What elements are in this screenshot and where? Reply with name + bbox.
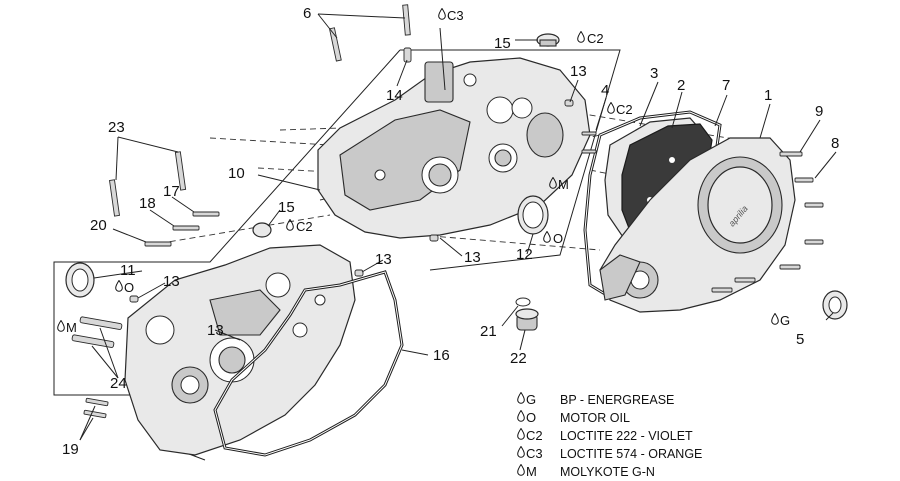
code-c2-plug-mid: C2: [296, 219, 313, 234]
plug-15-top: [536, 33, 560, 47]
callout-22: 22: [510, 350, 527, 367]
drop-icon: [607, 102, 615, 114]
callout-15-mid: 15: [278, 199, 295, 216]
drop-icon: [115, 280, 123, 292]
o-ring-21: [515, 297, 531, 307]
callout-8: 8: [831, 135, 839, 152]
callout-9: 9: [815, 103, 823, 120]
code-o-left: O: [124, 280, 134, 295]
callout-5: 5: [796, 331, 804, 348]
callout-16: 16: [433, 347, 450, 364]
callout-7: 7: [722, 77, 730, 94]
drop-icon: [577, 31, 585, 43]
code-m-left: M: [66, 320, 77, 335]
callout-23: 23: [108, 119, 125, 136]
drop-icon: [517, 392, 525, 404]
dowels-13: [129, 99, 574, 303]
legend-code: C2: [526, 428, 543, 443]
pins-24: [71, 316, 123, 348]
lower-crankcase-half: [124, 244, 356, 456]
callout-6: 6: [303, 5, 311, 22]
studs-6: [328, 4, 411, 62]
callout-20: 20: [90, 217, 107, 234]
drop-icon: [517, 410, 525, 422]
legend-code: C3: [526, 446, 543, 461]
callout-13-mid: 13: [464, 249, 481, 266]
code-c3-top: C3: [447, 8, 464, 23]
callout-11: 11: [120, 262, 136, 279]
callout-2: 2: [677, 77, 685, 94]
legend-row: O MOTOR OIL: [517, 410, 630, 425]
code-m-seal: M: [558, 177, 569, 192]
callout-15-top: 15: [494, 35, 511, 52]
oil-filter-cap-22: [515, 308, 539, 331]
seal-ring-11: [65, 262, 95, 298]
cover-bolts-9: [711, 151, 824, 293]
legend-description: MOLYKOTE G-N: [560, 465, 655, 479]
dowel-14: [403, 47, 412, 63]
callout-18: 18: [139, 195, 156, 212]
code-o-seal: O: [553, 231, 563, 246]
drop-icon: [517, 428, 525, 440]
callout-21: 21: [480, 323, 497, 340]
drop-icon: [771, 313, 779, 325]
callout-numbers: 6 14 15 13 3 2 7 1 4 9 8 5 23 10 17 18 2…: [62, 5, 839, 458]
bolt-18: [172, 225, 200, 231]
callout-1: 1: [764, 87, 772, 104]
code-g-seal: G: [780, 313, 790, 328]
legend-row: G BP - ENERGREASE: [517, 392, 674, 407]
plug-15-mid: [252, 222, 272, 238]
callout-13-left: 13: [163, 273, 180, 290]
clutch-cover-1: aprilia: [599, 137, 796, 313]
callout-13-right: 13: [375, 251, 392, 268]
callout-13-lower: 13: [207, 322, 224, 339]
lubricant-code-markers: C3 C2 C2 C2 M O O M G: [57, 8, 790, 335]
gasket-16: [213, 270, 404, 457]
legend-row: C2 LOCTITE 222 - VIOLET: [517, 428, 693, 443]
legend-code: O: [526, 410, 536, 425]
bolt-20: [144, 241, 172, 247]
legend-description: LOCTITE 222 - VIOLET: [560, 429, 693, 443]
legend-row: C3 LOCTITE 574 - ORANGE: [517, 446, 702, 461]
seal-ring-5: [822, 290, 848, 320]
legend-row: M MOLYKOTE G-N: [517, 464, 655, 479]
callout-4: 4: [601, 82, 609, 99]
callout-19: 19: [62, 441, 79, 458]
drop-icon: [517, 446, 525, 458]
drop-icon: [57, 320, 65, 332]
seal-ring-12: [517, 195, 549, 235]
callout-24: 24: [110, 375, 127, 392]
screws-left-side: [581, 131, 597, 154]
legend-description: BP - ENERGREASE: [560, 393, 674, 407]
drop-icon: [543, 231, 551, 243]
bolts-19: [83, 397, 109, 419]
upper-crankcase-half: [317, 57, 591, 239]
legend-code: M: [526, 464, 537, 479]
callout-10: 10: [228, 165, 245, 182]
bolt-17: [192, 211, 220, 217]
leader-lines: [79, 13, 837, 441]
code-c2-gasket: C2: [616, 102, 633, 117]
drop-icon: [438, 8, 446, 20]
callout-14: 14: [386, 87, 403, 104]
callout-3: 3: [650, 65, 658, 82]
callout-13-top: 13: [570, 63, 587, 80]
callout-12: 12: [516, 246, 533, 263]
drop-icon: [517, 464, 525, 476]
callout-17: 17: [163, 183, 180, 200]
code-c2-plug-top: C2: [587, 31, 604, 46]
legend-description: MOTOR OIL: [560, 411, 630, 425]
legend-code: G: [526, 392, 536, 407]
legend-description: LOCTITE 574 - ORANGE: [560, 447, 702, 461]
lubricant-legend: G BP - ENERGREASE O MOTOR OIL C2 LOCTITE…: [517, 392, 702, 479]
